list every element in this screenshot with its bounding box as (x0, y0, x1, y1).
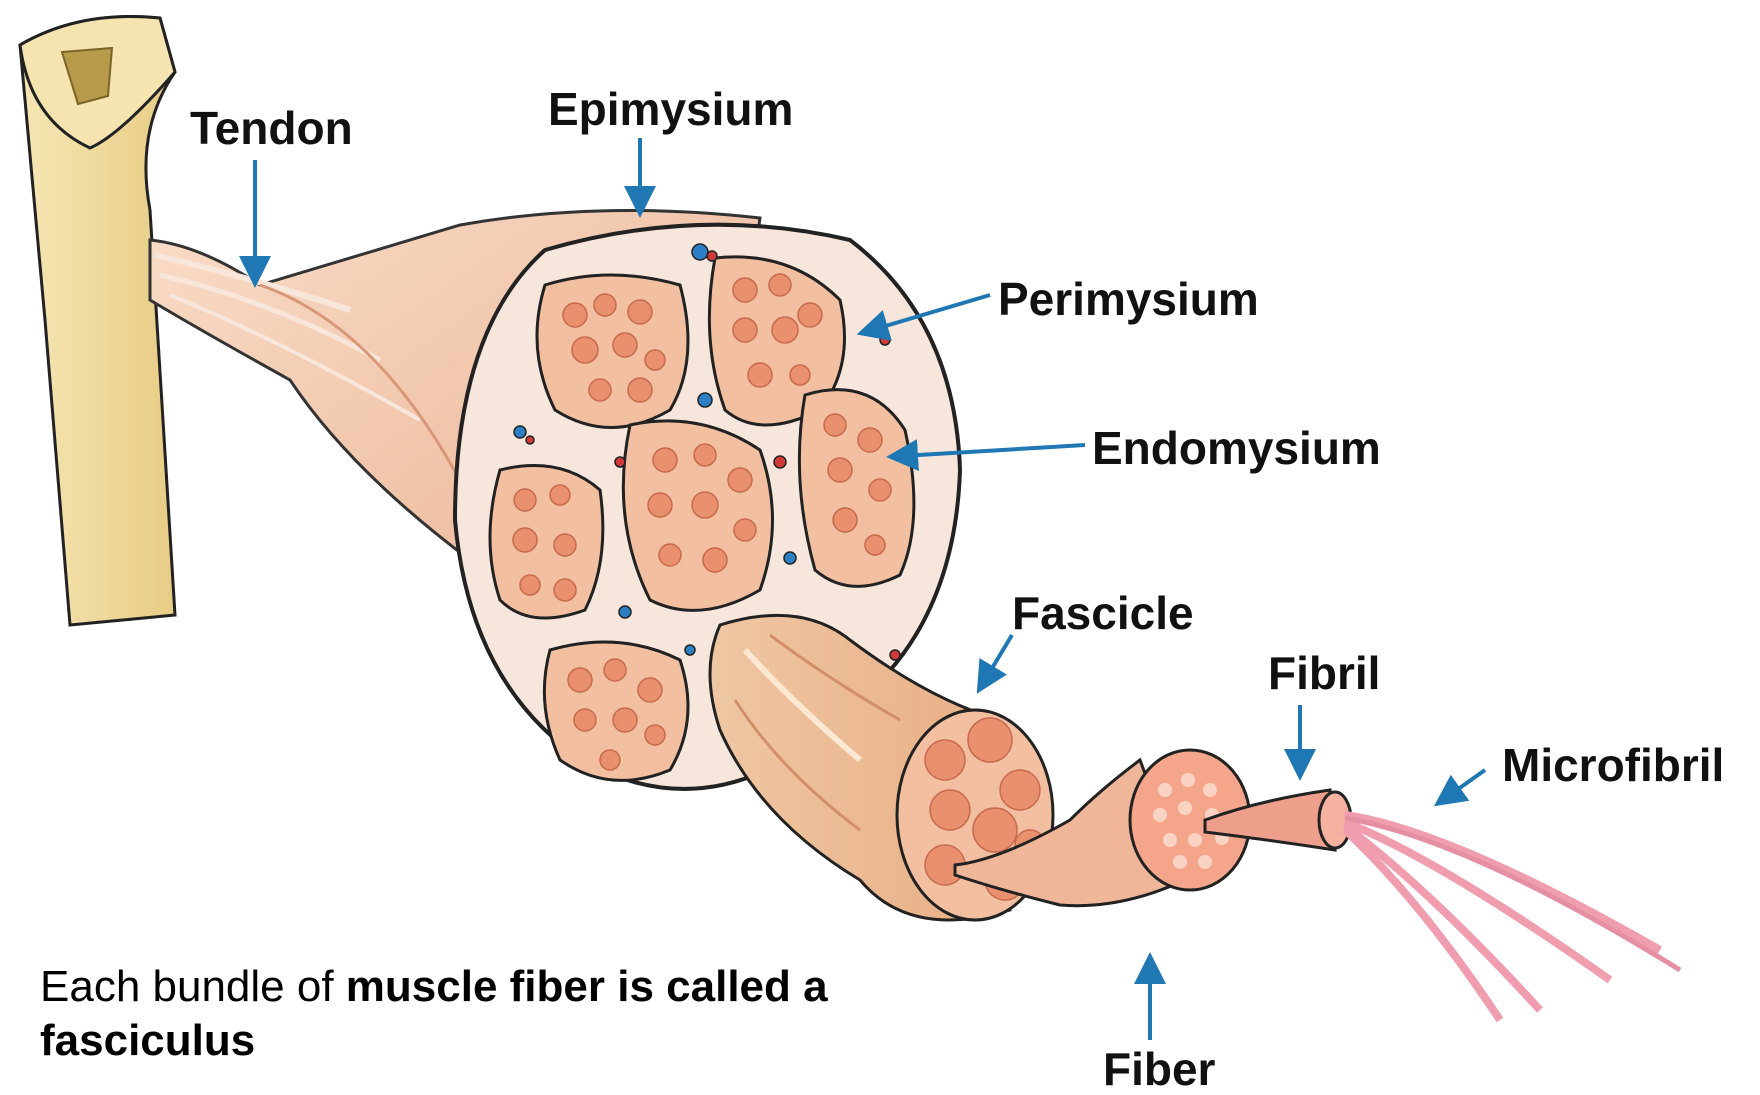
label-microfibril: Microfibril (1502, 742, 1724, 788)
label-perimysium: Perimysium (998, 276, 1259, 322)
microfibril-arrow (1447, 770, 1485, 797)
bone (20, 17, 175, 625)
label-tendon: Tendon (190, 105, 353, 151)
label-fascicle: Fascicle (1012, 590, 1194, 636)
label-fiber: Fiber (1103, 1046, 1215, 1092)
fascicle-arrow (985, 635, 1012, 680)
label-endomysium: Endomysium (1092, 425, 1381, 471)
caption-normal: Each bundle of (40, 962, 346, 1011)
caption-bold-line2: fasciculus (40, 1016, 255, 1065)
label-fibril: Fibril (1268, 650, 1380, 696)
caption: Each bundle of muscle fiber is called a … (40, 960, 940, 1068)
label-epimysium: Epimysium (548, 86, 793, 132)
caption-bold-line1: muscle fiber is called a (346, 962, 828, 1011)
microfibrils (1345, 815, 1680, 1020)
